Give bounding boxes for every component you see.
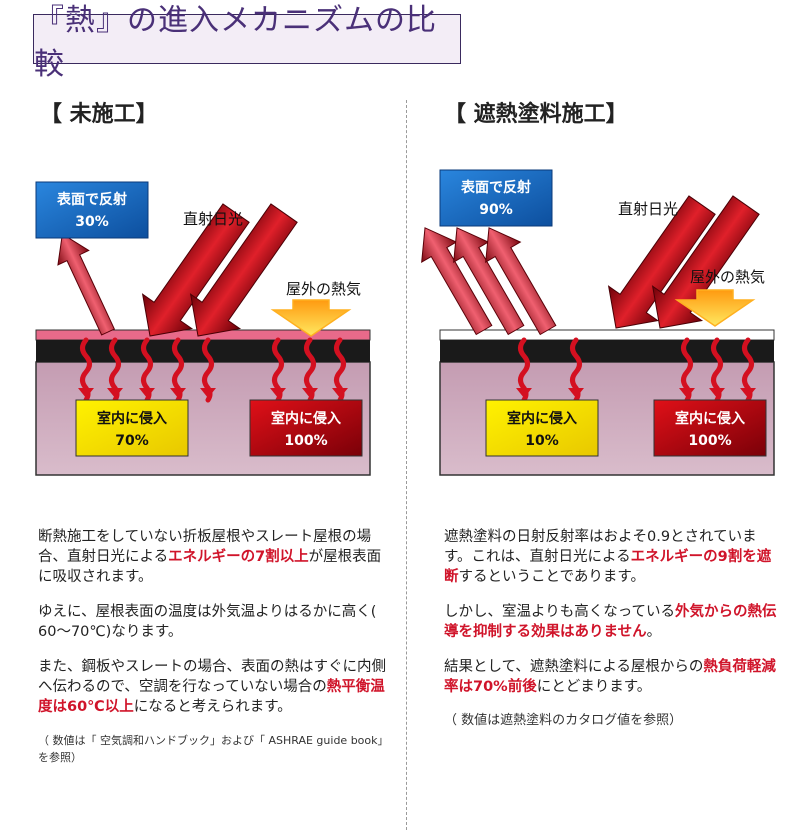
reflect-arrow	[421, 227, 493, 336]
enter-label-sunlight: 室内に侵入	[97, 410, 167, 427]
reflect-arrow	[453, 227, 525, 336]
sunlight-arrow	[651, 195, 760, 329]
outside-heat-arrow	[674, 289, 756, 327]
enter-box-sunlight	[485, 399, 599, 457]
highlight-text: 熱負荷軽減率は70%前後	[444, 659, 776, 695]
heat-wave-arrowheads	[78, 388, 348, 398]
reflect-arrow	[485, 227, 557, 336]
enter-label-sunlight: 室内に侵入	[507, 410, 577, 427]
reflect-value: 90%	[479, 202, 513, 218]
reflect-label: 表面で反射	[56, 191, 127, 208]
enter-label-heat: 室内に侵入	[675, 410, 745, 427]
outside-heat-arrow	[270, 299, 352, 337]
sunlight-arrow	[189, 203, 298, 337]
left-paragraph-2: ゆえに、屋根表面の温度は外気温よりはるかに高く( 60〜70℃)なります。	[38, 604, 391, 640]
sunlight-arrow	[607, 195, 716, 329]
left-source-note: （ 数値は「 空気調和ハンドブック」および「 ASHRAE guide book…	[38, 734, 384, 764]
reflect-box	[439, 169, 553, 227]
roof-surface-layer	[439, 329, 775, 341]
right-diagram: 表面で反射 90% 室内に侵入 10% 室内に侵入 100% 直射日光 屋外の熱…	[421, 169, 775, 476]
right-paragraph-2: しかし、室温よりも高くなっている外気からの熱伝導を抑制する効果はありません。	[444, 604, 777, 640]
reflect-arrow	[57, 233, 116, 336]
right-paragraph-3: 結果として、遮熱塗料による屋根からの熱負荷軽減率は70%前後にとどまります。	[444, 659, 776, 695]
page-title: 『熱』の進入メカニズムの比較	[33, 3, 461, 82]
right-description: 遮熱塗料の日射反射率はおよそ0.9とされています。これは、直射日光によるエネルギ…	[444, 527, 784, 729]
reflect-box	[35, 181, 149, 239]
sunlight-label: 直射日光	[183, 210, 243, 228]
highlight-text: エネルギーの9割を遮断	[444, 549, 772, 585]
right-paragraph-1: 遮熱塗料の日射反射率はおよそ0.9とされています。これは、直射日光によるエネルギ…	[444, 529, 772, 585]
enter-box-heat	[249, 399, 363, 457]
left-paragraph-3: また、鋼板やスレートの場合、表面の熱はすぐに内側へ伝わるので、空調を行なっていな…	[38, 659, 386, 715]
roof-steel-layer	[440, 340, 774, 362]
heat-wave-arrowheads	[516, 388, 756, 398]
right-section-heading: 【 遮熱塗料施工】	[444, 102, 628, 127]
sunlight-label: 直射日光	[618, 200, 678, 218]
enter-value-sunlight: 70%	[115, 433, 149, 449]
left-paragraph-1: 断熱施工をしていない折板屋根やスレート屋根の場合、直射日光によるエネルギーの7割…	[38, 529, 382, 585]
column-divider	[406, 100, 407, 830]
left-description: 断熱施工をしていない折板屋根やスレート屋根の場合、直射日光によるエネルギーの7割…	[38, 527, 391, 766]
enter-box-heat	[653, 399, 767, 457]
outside-heat-label: 屋外の熱気	[286, 280, 361, 298]
enter-value-sunlight: 10%	[525, 433, 559, 449]
sunlight-arrow	[141, 203, 250, 337]
enter-label-heat: 室内に侵入	[271, 410, 341, 427]
highlight-text: 外気からの熱伝導を抑制する効果はありません	[444, 604, 777, 640]
left-diagram: 表面で反射 30% 室内に侵入 70% 室内に侵入 100% 直射日光 屋外の熱…	[35, 181, 371, 476]
left-section-heading: 【 未施工】	[40, 102, 158, 127]
page-title-text: 『熱』の進入メカニズムの比較	[34, 3, 437, 82]
outside-heat-label: 屋外の熱気	[690, 268, 765, 286]
reflect-label: 表面で反射	[460, 179, 531, 196]
enter-box-sunlight	[75, 399, 189, 457]
right-source-note: （ 数値は遮熱塗料のカタログ値を参照）	[444, 713, 683, 728]
enter-value-heat: 100%	[284, 433, 327, 449]
enter-value-heat: 100%	[688, 433, 731, 449]
reflect-value: 30%	[75, 214, 109, 230]
highlight-text: エネルギーの7割以上	[168, 549, 309, 565]
highlight-text: 熱平衡温度は60℃以上	[38, 679, 385, 715]
